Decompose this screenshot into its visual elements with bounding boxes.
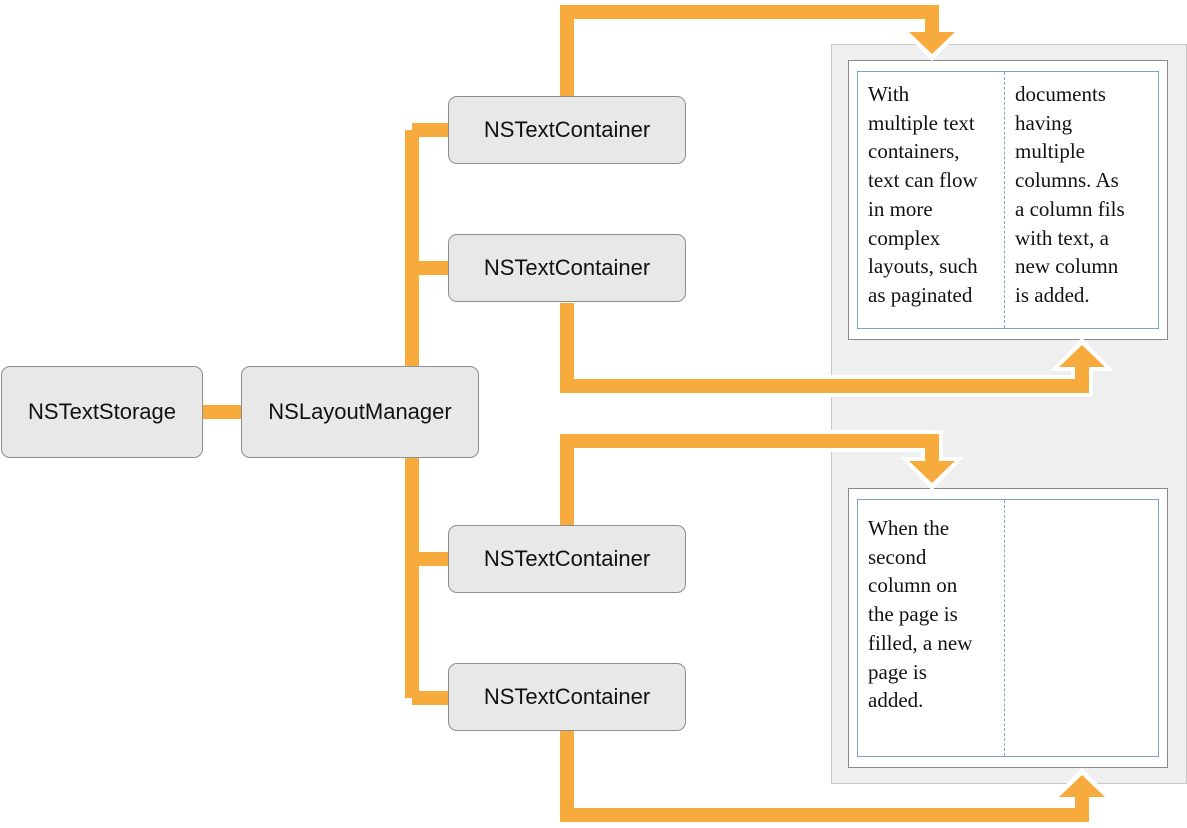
page-2-column-frame: When the second column on the page is fi… [857, 499, 1159, 757]
flow-to-page-2-column-2-outline [556, 731, 1093, 826]
flow-to-page-1-column-1-outline [556, 1, 943, 97]
page-1-column-frame: With multiple text containers, text can … [857, 71, 1159, 329]
flow-to-page-1-column-1 [560, 5, 939, 97]
layout-manager-node: NSLayoutManager [241, 366, 479, 458]
arrowheads [909, 32, 1105, 797]
text-container-node-4: NSTextContainer [448, 663, 686, 731]
page-1: With multiple text containers, text can … [848, 60, 1168, 340]
arrowhead-down-1 [909, 32, 955, 54]
arrowhead-up-4 [1059, 775, 1105, 797]
text-container-label-4: NSTextContainer [483, 684, 651, 709]
flow-to-page-1-column-2 [560, 303, 1089, 393]
text-container-label-3: NSTextContainer [483, 546, 651, 571]
flow-to-page-2-column-1 [560, 434, 939, 525]
text-storage-node: NSTextStorage [1, 366, 203, 458]
flow-to-page-1-column-2-outline [556, 303, 1093, 397]
page-2: When the second column on the page is fi… [848, 488, 1168, 768]
page-1-column-1-text: With multiple text containers, text can … [868, 82, 978, 307]
text-container-node-3: NSTextContainer [448, 525, 686, 593]
layout-manager-label: NSLayoutManager [268, 399, 452, 424]
page-1-column-2-text: documents having multiple columns. As a … [1015, 82, 1125, 307]
page-2-column-divider [1004, 500, 1005, 756]
arrowhead-down-3 [909, 461, 955, 483]
arrowhead-up-2 [1059, 345, 1105, 367]
page-2-column-1-text: When the second column on the page is fi… [868, 516, 973, 713]
text-container-label-1: NSTextContainer [483, 117, 651, 142]
text-container-node-2: NSTextContainer [448, 234, 686, 302]
text-container-node-1: NSTextContainer [448, 96, 686, 164]
text-container-label-2: NSTextContainer [483, 255, 651, 280]
flow-to-page-2-column-1-outline [556, 430, 943, 525]
connector-lines [203, 5, 1089, 822]
page-1-column-divider [1004, 72, 1005, 328]
text-storage-label: NSTextStorage [28, 399, 176, 424]
flow-to-page-2-column-2 [560, 731, 1089, 822]
